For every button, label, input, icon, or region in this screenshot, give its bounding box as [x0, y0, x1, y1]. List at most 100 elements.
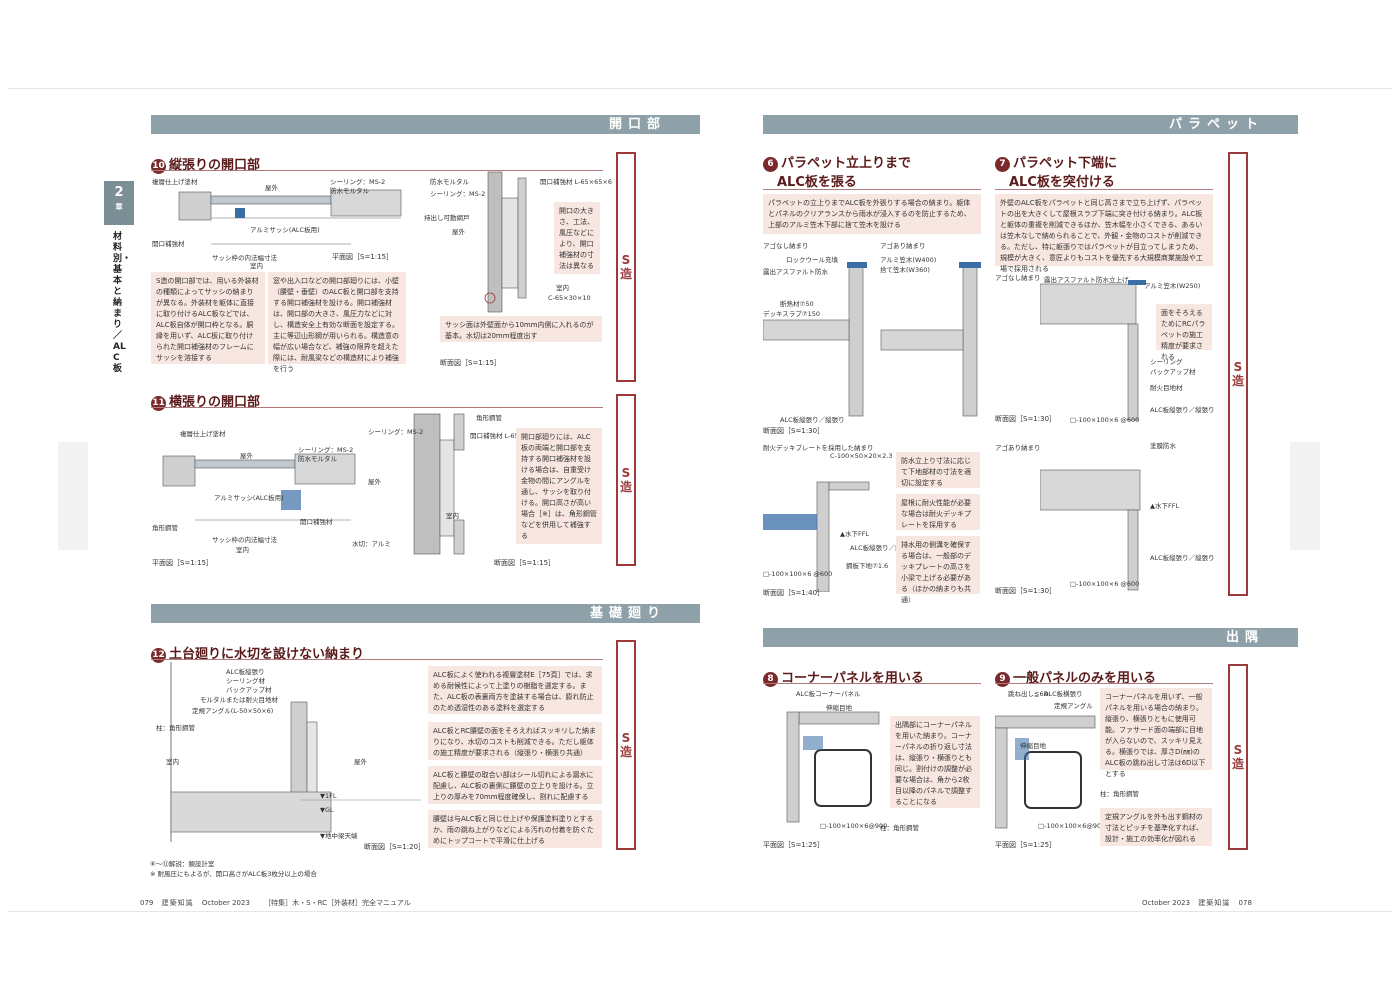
note-10a: S造の開口部では、用いる外装材の種類によってサッシの納まりが異なる。外装材を躯体…	[151, 272, 265, 364]
band-desumi: 出隅	[763, 628, 1298, 647]
band-kiso: 基礎廻り	[151, 604, 700, 623]
section-11-plan-drawing	[162, 453, 356, 521]
section-9-text: 一般パネルのみを用いる	[1013, 671, 1157, 686]
l12-9: ▼1FL	[320, 792, 337, 800]
l11-1: 複層仕上げ塗材	[180, 430, 226, 438]
l10s-7: C-65×30×10	[548, 294, 591, 302]
band-parapet: パラペット	[763, 115, 1298, 134]
l9-4: 伸縮目地	[1020, 742, 1046, 750]
l12-10: ▼GL	[320, 806, 334, 814]
l6-1: アゴなし納まり	[763, 242, 809, 250]
l10-3: 防水モルタル	[330, 187, 369, 195]
footer-right-page: 078	[1238, 899, 1252, 907]
scale-9-plan: 平面図［S=1:25］	[995, 841, 1057, 849]
l9-3: 定規アングル	[1054, 702, 1093, 710]
l8-2: 伸縮目地	[826, 704, 852, 712]
l6-14: 鋼板下地⑦1.6	[846, 562, 889, 570]
l8-4: 柱：角形鋼管	[880, 824, 919, 832]
l6-8: デッキスラブ⑦150	[763, 310, 821, 318]
footer-left-page: 079	[140, 899, 154, 907]
l12-3: バックアップ材	[226, 686, 272, 694]
scale-12-sec: 断面図［S=1:20］	[364, 843, 426, 851]
section-10-plan-drawing	[178, 189, 402, 245]
l6-4: アルミ笠木(W400)	[880, 256, 937, 264]
scale-6-sec: 断面図［S=1:30］	[763, 427, 825, 435]
l7-2: 露出アスファルト防水立上げ	[1044, 276, 1129, 284]
section-7-drawing-a	[1040, 280, 1146, 421]
foot-note-1: ⑥〜⑫解説：類設計室	[150, 860, 215, 868]
l12-6: 柱：角形鋼管	[156, 724, 195, 732]
footer-left-title: ［特集］木・S・RC［外装材］完全マニュアル	[264, 899, 411, 907]
l11s-3: シーリング：MS-2	[368, 428, 424, 436]
l6-11: C-100×50×20×2.3	[830, 452, 893, 460]
l11-6: 角形鋼管	[152, 524, 178, 532]
section-9-plan-drawing	[995, 715, 1096, 829]
l10s-6: 室内	[556, 284, 569, 292]
l10-8: 室内	[250, 262, 263, 270]
note-12c: ALC板と腰壁の取合い部はシール切れによる漏水に配慮し、ALC板の裏側に腰壁の立…	[428, 766, 602, 804]
scale-7-sec2: 断面図［S=1:30］	[995, 587, 1057, 595]
l11-5: アルミサッシ(ALC板用)	[214, 494, 284, 502]
l6-13: ALC板縦張り／縦張り	[850, 544, 915, 552]
l8-1: ALC板コーナーパネル	[796, 690, 861, 698]
section-7-drawing-b	[1040, 469, 1141, 591]
l9-5: □-100×100×6@900	[1038, 822, 1106, 830]
left-side-tab	[58, 442, 88, 550]
note-6b: 防水立上り寸法に応じて下地部材の寸法を適切に設定する	[896, 452, 980, 488]
l12-7: 室内	[166, 758, 179, 766]
note-12d: 腰壁は与ALC板と同じ仕上げや保護塗料塗りとするか、雨の跳ね上がりなどによる汚れ…	[428, 810, 602, 848]
band-kaikoubu: 開口部	[151, 115, 700, 134]
section-8-text: コーナーパネルを用いる	[781, 671, 924, 686]
section-6-text-1: パラペット立上りまで	[781, 156, 912, 171]
note-12b: ALC板とRC腰壁の面をそろえればスッキリした納まりになり、水切のコストも削減で…	[428, 722, 602, 760]
section-10-section-drawing	[484, 171, 527, 313]
l10s-3: 持出し可動網戸	[424, 214, 470, 222]
l6-7: 断熱材⑦50	[780, 300, 814, 308]
note-10d: サッシ面は外壁面から10mm内側に入れるのが基本。水切は20mm程度出す	[440, 316, 602, 342]
l10s-5: 開口補強材 L-65×65×6	[540, 178, 612, 186]
chapter-badge: 2 章	[104, 181, 134, 225]
footer-left-date: October 2023	[201, 899, 250, 907]
note-8a: 出隅部にコーナーパネルを用いた納まり。コーナーパネルの折り返し寸法は、縦張り・横…	[890, 716, 980, 808]
section-9-num: 9	[995, 672, 1010, 687]
l9-2: ALC板横張り	[1044, 690, 1083, 698]
section-12-text: 土台廻りに水切を設けない納まり	[169, 647, 365, 662]
section-10-text: 縦張りの開口部	[169, 158, 261, 173]
l10-6: 開口補強材	[152, 240, 185, 248]
chapter-title: 材料別・基本と納まり／ALC板	[113, 232, 132, 374]
chapter-sub: 章	[115, 203, 123, 211]
l11-3: 防水モルタル	[298, 455, 337, 463]
l6-2: アゴあり納まり	[880, 242, 926, 250]
l7-10: 塗膜防水	[1150, 442, 1176, 450]
l11-7: 開口補強材	[300, 518, 333, 526]
foot-note-2: ※ 耐風圧にもよるが、開口高さがALC板3枚分以上の場合	[150, 870, 317, 878]
scale-10-sec: 断面図［S=1:15］	[440, 359, 502, 367]
section-12-num: 12	[151, 648, 166, 663]
l12-2: シーリング材	[226, 677, 265, 685]
note-10b: 窓や出入口などの開口部廻りには、小壁（腰壁・垂壁）のALC板と開口部を支持する開…	[268, 272, 406, 373]
l9-6: 柱：角形鋼管	[1100, 790, 1139, 798]
section-6-text-2: ALC板を張る	[777, 175, 857, 190]
note-9a: コーナーパネルを用いず、一般パネルを用いる場合の納まり。縦張り、横張りともに使用…	[1100, 688, 1212, 778]
scale-11-plan: 平面図［S=1:15］	[152, 559, 214, 567]
l7-1: アゴなし納まり	[995, 274, 1041, 282]
section-7-text-1: パラペット下端に	[1013, 156, 1118, 171]
section-11-num: 11	[151, 396, 166, 411]
l7-11: ▲水下FFL	[1150, 502, 1180, 510]
l12-4: モルタルまたは耐火目地材	[200, 696, 278, 704]
scale-8-plan: 平面図［S=1:25］	[763, 841, 825, 849]
l11-2: シーリング：MS-2	[298, 446, 354, 454]
l11-4: 屋外	[240, 452, 253, 460]
section-7-text-2: ALC板を突付ける	[1009, 175, 1115, 190]
l7-3: アルミ笠木(W250)	[1144, 282, 1201, 290]
l10-4: 屋外	[265, 184, 278, 192]
l7-5: バックアップ材	[1150, 368, 1196, 376]
l6-15: □-100×100×6 @600	[763, 570, 833, 578]
section-11-text: 横張りの開口部	[169, 395, 261, 410]
